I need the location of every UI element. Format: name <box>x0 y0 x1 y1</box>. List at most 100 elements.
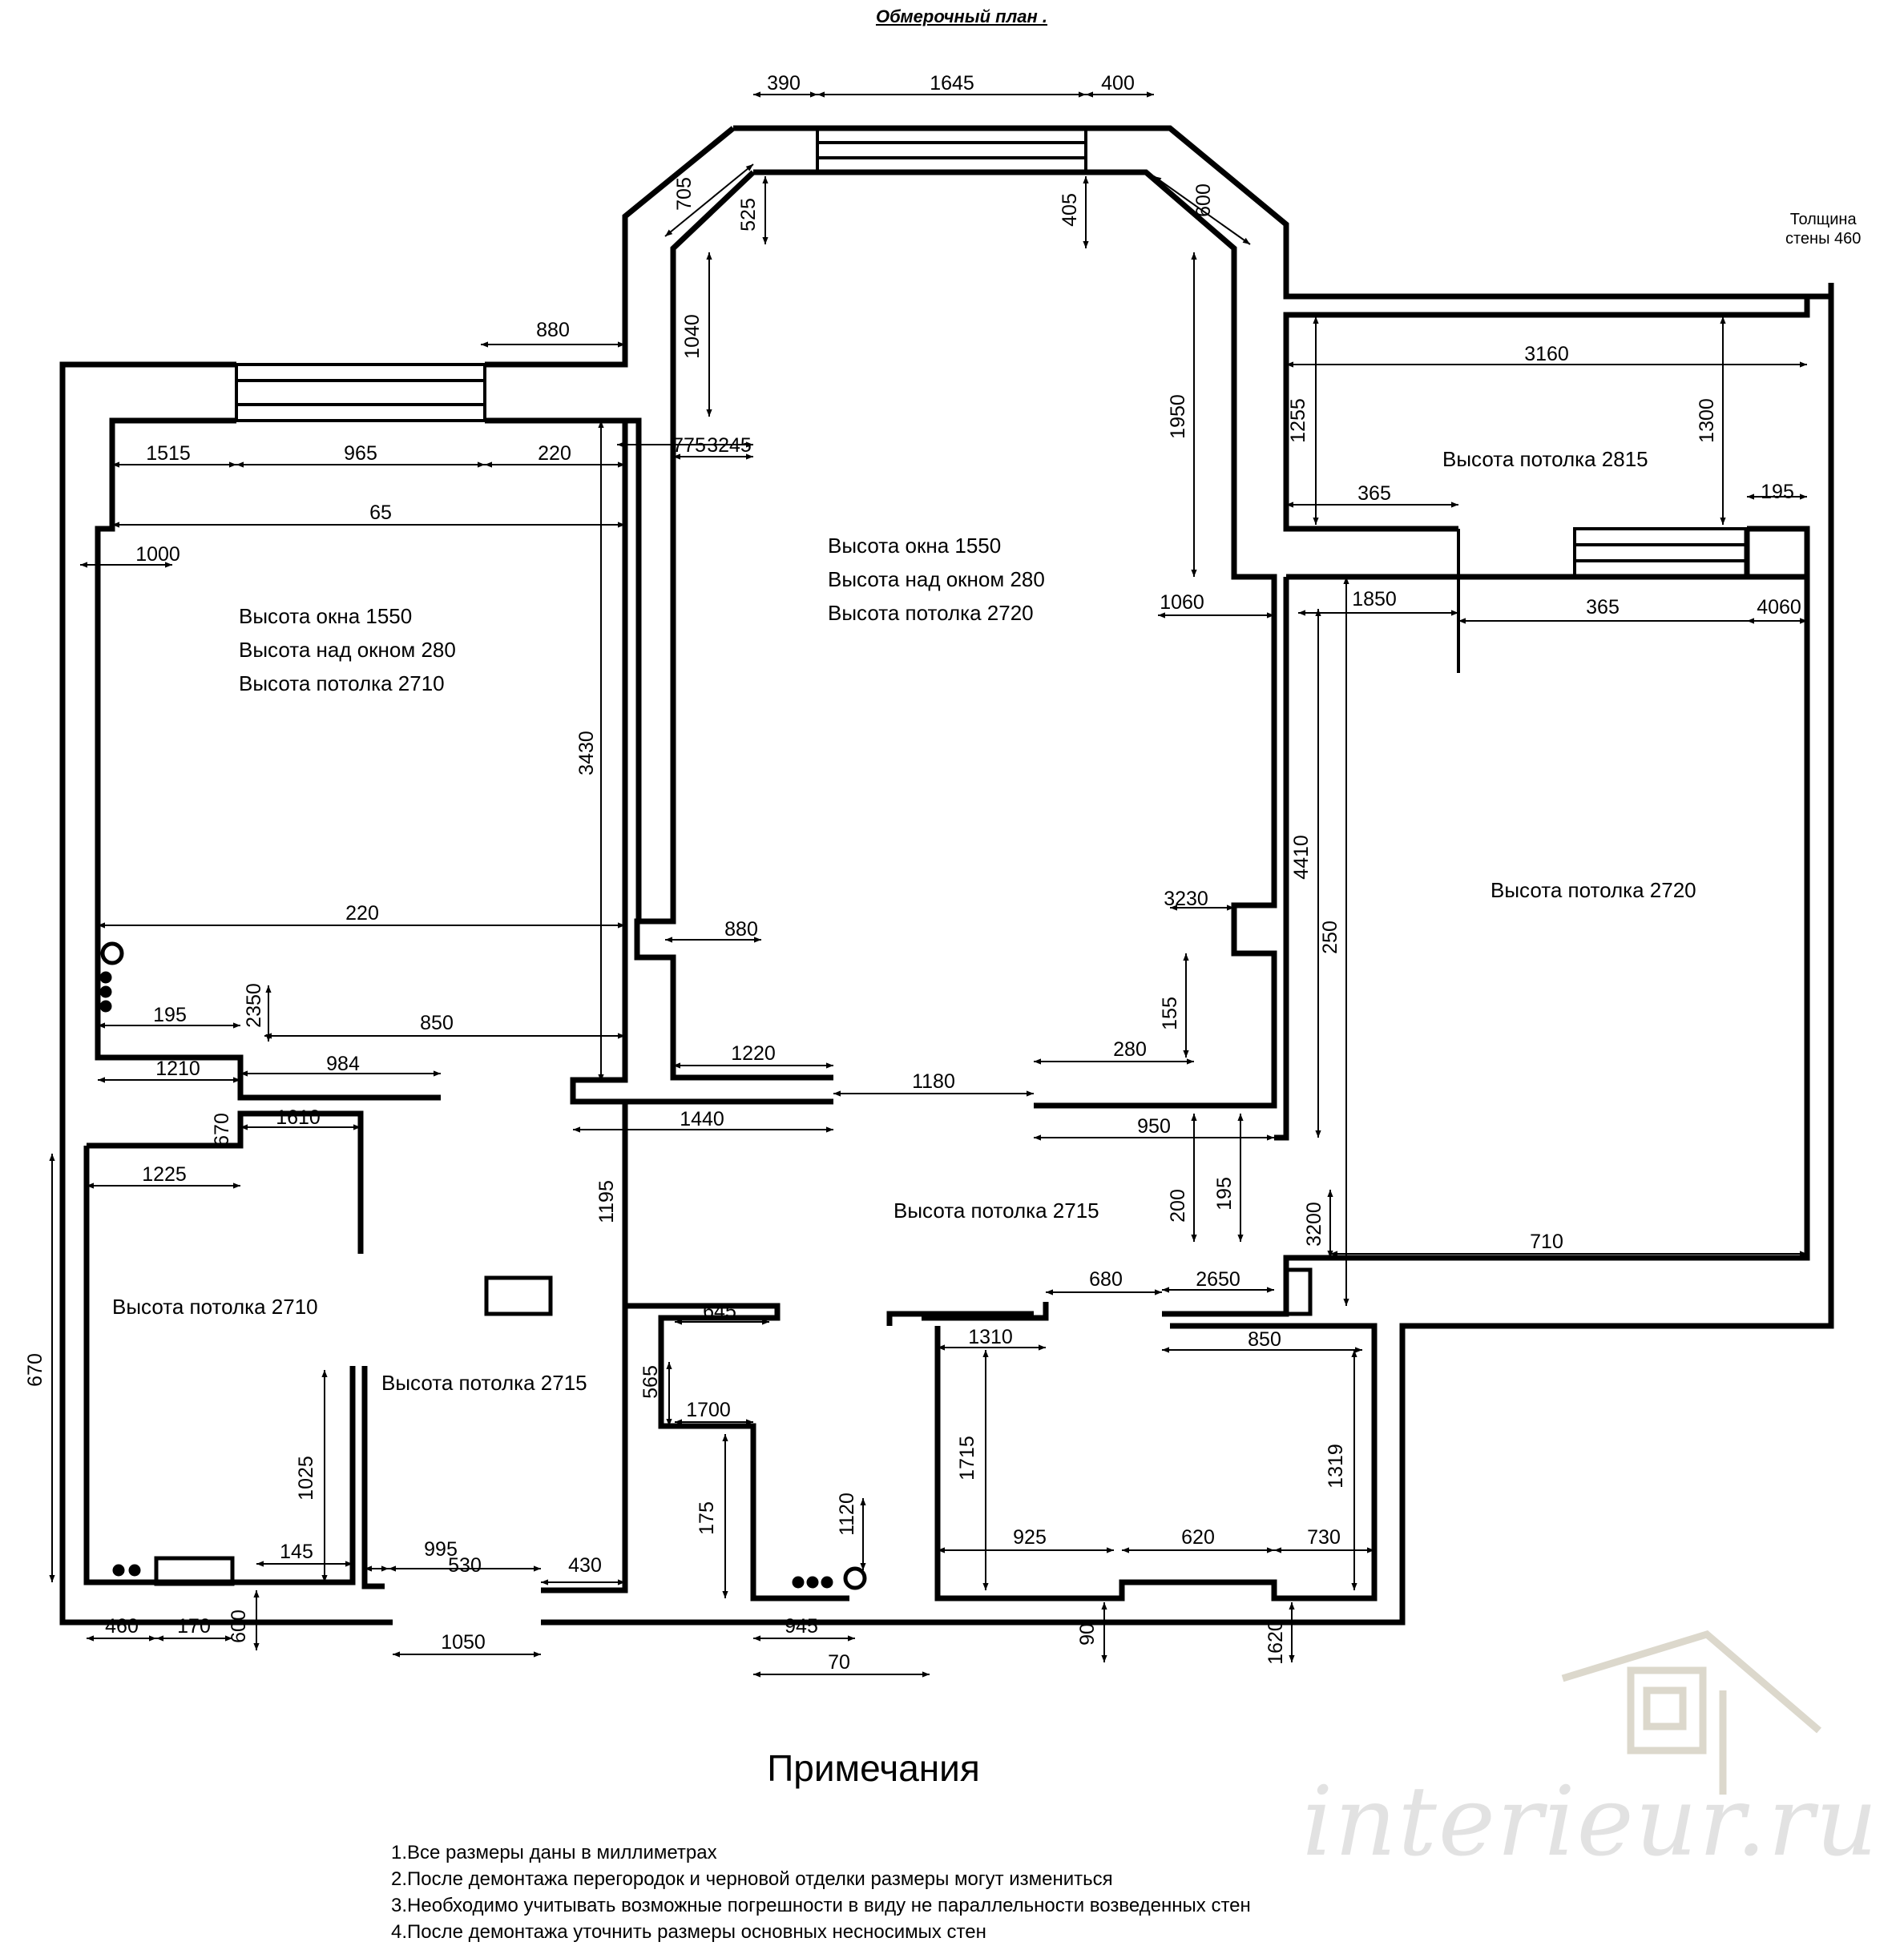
dimension-label: 1120 <box>836 1493 858 1536</box>
dimension-label: 730 <box>1307 1526 1341 1549</box>
dimension-label: 430 <box>568 1554 602 1577</box>
plan-title: Обмерочный план . <box>875 6 1048 26</box>
window-bay <box>816 127 1087 174</box>
pipe-icon <box>128 1564 141 1577</box>
dimension-label: 3160 <box>1524 343 1569 365</box>
dimension-label: 400 <box>1101 72 1135 95</box>
dimension-label: 950 <box>1137 1115 1171 1138</box>
window-right-room <box>1573 527 1749 578</box>
pipe-icon <box>821 1576 833 1589</box>
dimension-label: 600 <box>1192 183 1215 217</box>
dimension-label: 195 <box>153 1004 187 1026</box>
dimension-label: 1025 <box>295 1456 317 1501</box>
dimension-label: 530 <box>448 1554 482 1577</box>
dimension-label: 155 <box>1159 997 1181 1030</box>
dimension-label: 880 <box>536 319 570 341</box>
dimension-label: 1050 <box>441 1631 486 1654</box>
note-item: 2.После демонтажа перегородок и черновой… <box>391 1868 1113 1890</box>
note-item: 3.Необходимо учитывать возможные погрешн… <box>391 1895 1251 1916</box>
dimension-label: 680 <box>1089 1268 1123 1291</box>
wall-bay-left-outer <box>625 417 642 920</box>
dimension-label: 250 <box>1319 921 1341 954</box>
dimension-label: 705 <box>673 177 696 211</box>
dimension-label: 880 <box>724 918 758 941</box>
dimension-label: 1060 <box>1160 591 1204 614</box>
notes-list: 1.Все размеры даны в миллиметрах 2.После… <box>391 1839 1251 1945</box>
dimension-label: 945 <box>785 1615 818 1638</box>
room-note-line: Высота окна 1550 <box>239 604 412 628</box>
wall-bay-inner <box>753 169 1277 1109</box>
dimension-label: 3230 <box>1164 888 1208 910</box>
dimension-label: 1310 <box>968 1326 1013 1348</box>
dimension-label: 850 <box>1248 1328 1281 1351</box>
dimension-label: 965 <box>344 442 377 465</box>
room-note-line: Высота окна 1550 <box>828 534 1001 558</box>
wall-bottom-bath-right <box>922 1302 1049 1321</box>
wall-left-lower-door <box>361 1366 385 1589</box>
wall-corridor-right <box>541 1102 628 1593</box>
dimension-label: 405 <box>1059 193 1081 227</box>
dimension-label: 220 <box>538 442 571 465</box>
dimension-label: 1220 <box>731 1042 776 1065</box>
windows <box>235 127 1749 673</box>
dimension-label: 3200 <box>1303 1202 1325 1247</box>
dimension-line <box>1153 175 1251 245</box>
vent-block <box>484 1275 553 1316</box>
wall-left-bedroom-inner <box>95 417 441 1101</box>
dimension-label: 1180 <box>912 1070 955 1093</box>
dimension-label: 460 <box>105 1615 139 1638</box>
wall-left-lower-room <box>83 1146 356 1585</box>
dimension-label: 710 <box>1530 1231 1563 1253</box>
room-note-line: Высота потолка 2715 <box>894 1199 1099 1223</box>
dimension-label: 365 <box>1586 596 1620 618</box>
dimension-label: 365 <box>1357 482 1391 505</box>
wall-bottom-bath <box>625 1303 849 1601</box>
dimension-label: 1715 <box>956 1436 978 1481</box>
dimension-label: 2650 <box>1196 1268 1240 1291</box>
dimension-label: 1300 <box>1696 398 1718 443</box>
dimension-label: 1195 <box>595 1180 618 1223</box>
dimension-label: 600 <box>228 1610 250 1643</box>
dimension-label: 90 <box>1076 1623 1099 1646</box>
dimension-label: 1319 <box>1325 1444 1347 1489</box>
pipe-icon <box>99 971 112 984</box>
watermark: interieur.ru <box>1302 1767 1879 1878</box>
dimension-label: 1620 <box>1265 1620 1287 1665</box>
pipe-icon <box>99 1000 112 1013</box>
dimension-label: 175 <box>696 1501 718 1535</box>
watermark-house-icon <box>1561 1630 1821 1795</box>
dimension-label: 1850 <box>1352 588 1397 610</box>
dimension-label: 995 <box>424 1538 458 1561</box>
dimension-label: 170 <box>177 1615 211 1638</box>
dimension-label: 775 <box>672 434 706 457</box>
room-note-line: Высота потолка 2710 <box>239 671 445 695</box>
dimension-label: 1440 <box>680 1108 724 1130</box>
wall-left-bedroom <box>59 361 393 1626</box>
dimension-label: 3430 <box>575 731 598 776</box>
room-note-line: Высота потолка 2815 <box>1442 447 1648 471</box>
dimension-label: 1610 <box>276 1106 321 1129</box>
dimension-label: 4410 <box>1290 835 1313 880</box>
dimension-label: 1950 <box>1167 394 1189 439</box>
wall-note-line: стены 460 <box>1785 230 1862 248</box>
wall-bay-outer <box>541 125 1834 1626</box>
dimension-label: 1040 <box>681 314 704 359</box>
dimension-label: 1225 <box>142 1163 187 1186</box>
window-left-bedroom <box>235 363 486 422</box>
room-note-line: Высота потолка 2720 <box>828 601 1034 625</box>
dimension-label: 3245 <box>707 434 752 457</box>
dimension-label: 195 <box>1761 481 1794 503</box>
wall-right-room-left <box>1274 577 1289 1141</box>
dimension-label: 390 <box>767 72 801 95</box>
wall-bottom-kitchen <box>934 1323 1378 1601</box>
dimension-label: 670 <box>24 1353 46 1387</box>
riser-icon <box>843 1566 867 1590</box>
dimension-label: 145 <box>280 1541 313 1563</box>
room-note-line: Высота потолка 2710 <box>112 1295 318 1319</box>
dimension-label: 1645 <box>930 72 974 95</box>
wall-thickness-note: Толщина стены 460 <box>1785 210 1861 248</box>
dimension-label: 850 <box>420 1012 454 1034</box>
dimension-line <box>664 163 754 237</box>
room-note-line: Высота над окном 280 <box>239 638 456 662</box>
notes-title: Примечания <box>767 1747 980 1789</box>
